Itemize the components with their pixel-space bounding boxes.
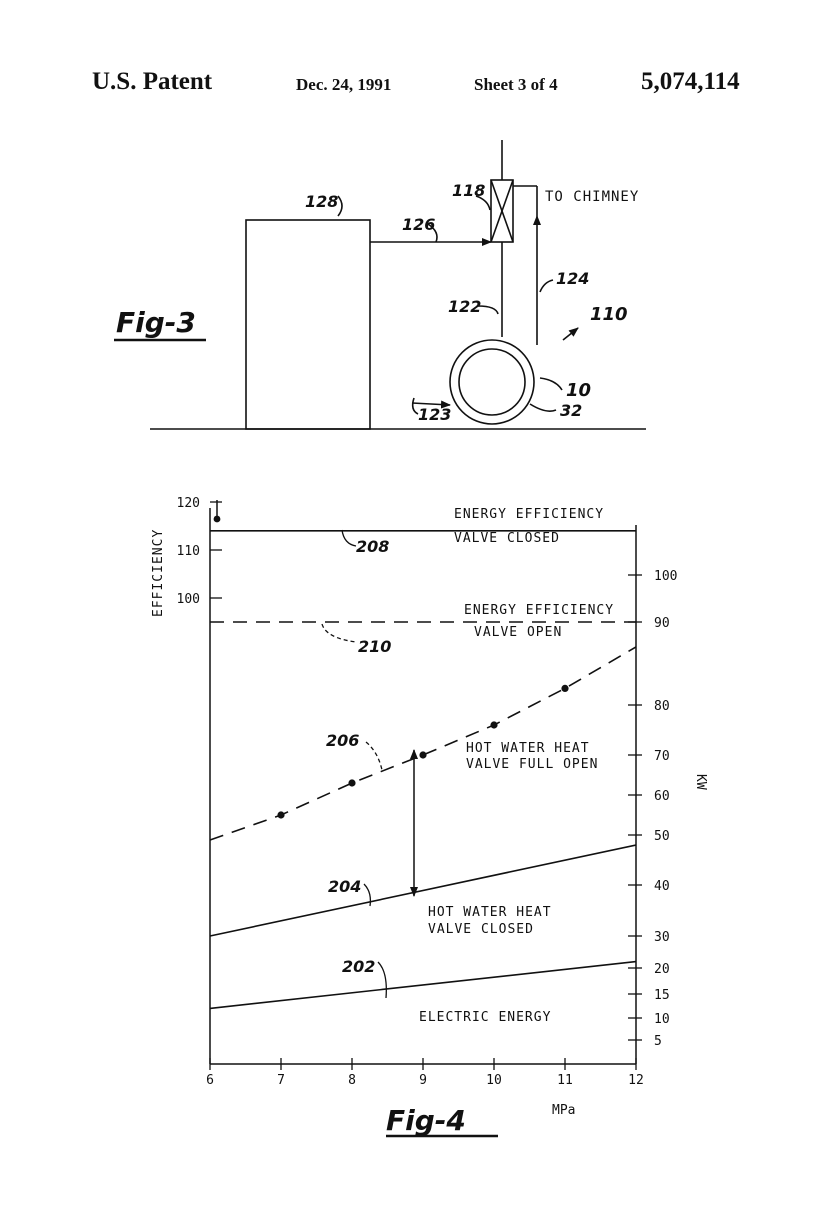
- series-point-206-9: [419, 751, 427, 759]
- fig3-leader-128: [337, 195, 343, 217]
- patent-date: Dec. 24, 1991: [296, 75, 392, 94]
- fig4-right-axis-label: KW: [693, 774, 708, 790]
- fig3-label: Fig-3: [116, 306, 196, 339]
- fig4-annotation-206-line2: VALVE FULL OPEN: [466, 757, 598, 772]
- right-tick-label-50: 50: [654, 829, 670, 844]
- fig4-ref-210: 210: [358, 637, 391, 656]
- right-tick-label-80: 80: [654, 699, 670, 714]
- fig4-annotation-204-line2: VALVE CLOSED: [428, 922, 534, 937]
- fig4-chart-marks: 6 7 8 9 10 11 12 120 110 100 100 90 80 70 60 50 40 30 20 15…: [177, 496, 678, 1088]
- patent-number: 5,074,114: [641, 68, 740, 95]
- fig3-ref-123: 123: [418, 405, 451, 424]
- fig4-annotation-202: ELECTRIC ENERGY: [419, 1010, 551, 1025]
- right-tick-label-30: 30: [654, 930, 670, 945]
- fig4-annotation-206-line1: HOT WATER HEAT: [466, 741, 590, 756]
- fig4-ref-206: 206: [326, 731, 359, 750]
- fig3-inlet-123-arrow: [411, 400, 451, 409]
- figure-3: [114, 140, 646, 430]
- x-tick-label-11: 11: [557, 1073, 573, 1088]
- x-tick-label-8: 8: [348, 1073, 356, 1088]
- x-tick-label-6: 6: [206, 1073, 214, 1088]
- left-axis-top-dot: [213, 515, 221, 523]
- left-tick-label-110: 110: [177, 544, 200, 559]
- fig4-annotation-208-line2: VALVE CLOSED: [454, 531, 560, 546]
- fig4-ref-202: 202: [342, 957, 375, 976]
- series-point-206-10: [490, 721, 498, 729]
- fig3-leader-10: [539, 377, 563, 391]
- fig3-leader-110: [562, 327, 579, 341]
- series-point-206-7: [277, 811, 285, 819]
- x-tick-label-9: 9: [419, 1073, 427, 1088]
- fig3-inlet-123-curl: [411, 397, 419, 415]
- fig3-leader-124: [539, 279, 554, 293]
- left-tick-label-100: 100: [177, 592, 200, 607]
- fig4-x-axis-label: MPa: [552, 1103, 575, 1118]
- right-tick-label-20: 20: [654, 962, 670, 977]
- x-tick-label-7: 7: [277, 1073, 285, 1088]
- fig4-leader-204: [363, 883, 372, 907]
- sheet-number: Sheet 3 of 4: [474, 75, 558, 94]
- left-tick-label-120: 120: [177, 496, 200, 511]
- fig3-ref-10: 10: [566, 380, 591, 401]
- series-line-204: [209, 844, 637, 937]
- fig4-label: Fig-4: [386, 1104, 466, 1137]
- patent-title: U.S. Patent: [92, 68, 213, 95]
- right-tick-label-100: 100: [654, 569, 677, 584]
- series-point-206-11: [561, 684, 569, 693]
- fig3-ref-122: 122: [448, 297, 481, 316]
- fig3-valve-cross-b: [490, 179, 514, 243]
- fig4-ref-208: 208: [356, 537, 389, 556]
- right-tick-label-10: 10: [654, 1012, 670, 1027]
- series-point-206-8: [348, 779, 356, 787]
- fig3-building-128: [245, 219, 371, 430]
- fig3-ref-126: 126: [402, 215, 435, 234]
- fig3-ref-32: 32: [560, 401, 582, 420]
- fig3-boiler-outer-10: [449, 339, 535, 425]
- fig4-annotation-210-line1: ENERGY EFFICIENCY: [464, 603, 614, 618]
- fig4-leader-208: [341, 529, 357, 547]
- x-tick-label-12: 12: [628, 1073, 644, 1088]
- fig4-leader-206: [365, 741, 383, 771]
- fig3-ref-124: 124: [556, 269, 589, 288]
- right-tick-label-90: 90: [654, 616, 670, 631]
- fig3-leader-126: [427, 223, 438, 243]
- fig4-ref-204: 204: [328, 877, 361, 896]
- fig3-boiler-inner-32: [458, 348, 526, 416]
- right-tick-label-5: 5: [654, 1034, 662, 1049]
- right-tick-label-60: 60: [654, 789, 670, 804]
- x-tick-label-10: 10: [486, 1073, 502, 1088]
- fig4-annotation-204-line1: HOT WATER HEAT: [428, 905, 552, 920]
- fig4-leader-210: [321, 623, 357, 643]
- fig3-leader-32: [529, 403, 557, 412]
- fig3-ref-118: 118: [452, 181, 485, 200]
- fig3-leader-118: [475, 195, 491, 211]
- series-line-202: [209, 960, 637, 1010]
- fig4-annotation-210-line2: VALVE OPEN: [474, 625, 562, 640]
- fig4-leader-202: [377, 961, 387, 999]
- fig4-left-axis-label: EFFICIENCY: [151, 529, 166, 617]
- fig3-ref-110: 110: [590, 304, 628, 325]
- right-tick-label-70: 70: [654, 749, 670, 764]
- fig3-ref-128: 128: [305, 192, 338, 211]
- fig4-annotation-208-line1: ENERGY EFFICIENCY: [454, 507, 604, 522]
- right-tick-label-40: 40: [654, 879, 670, 894]
- right-tick-label-15: 15: [654, 988, 670, 1003]
- fig3-leader-122: [477, 305, 499, 315]
- fig3-to-chimney: TO CHIMNEY: [545, 189, 639, 205]
